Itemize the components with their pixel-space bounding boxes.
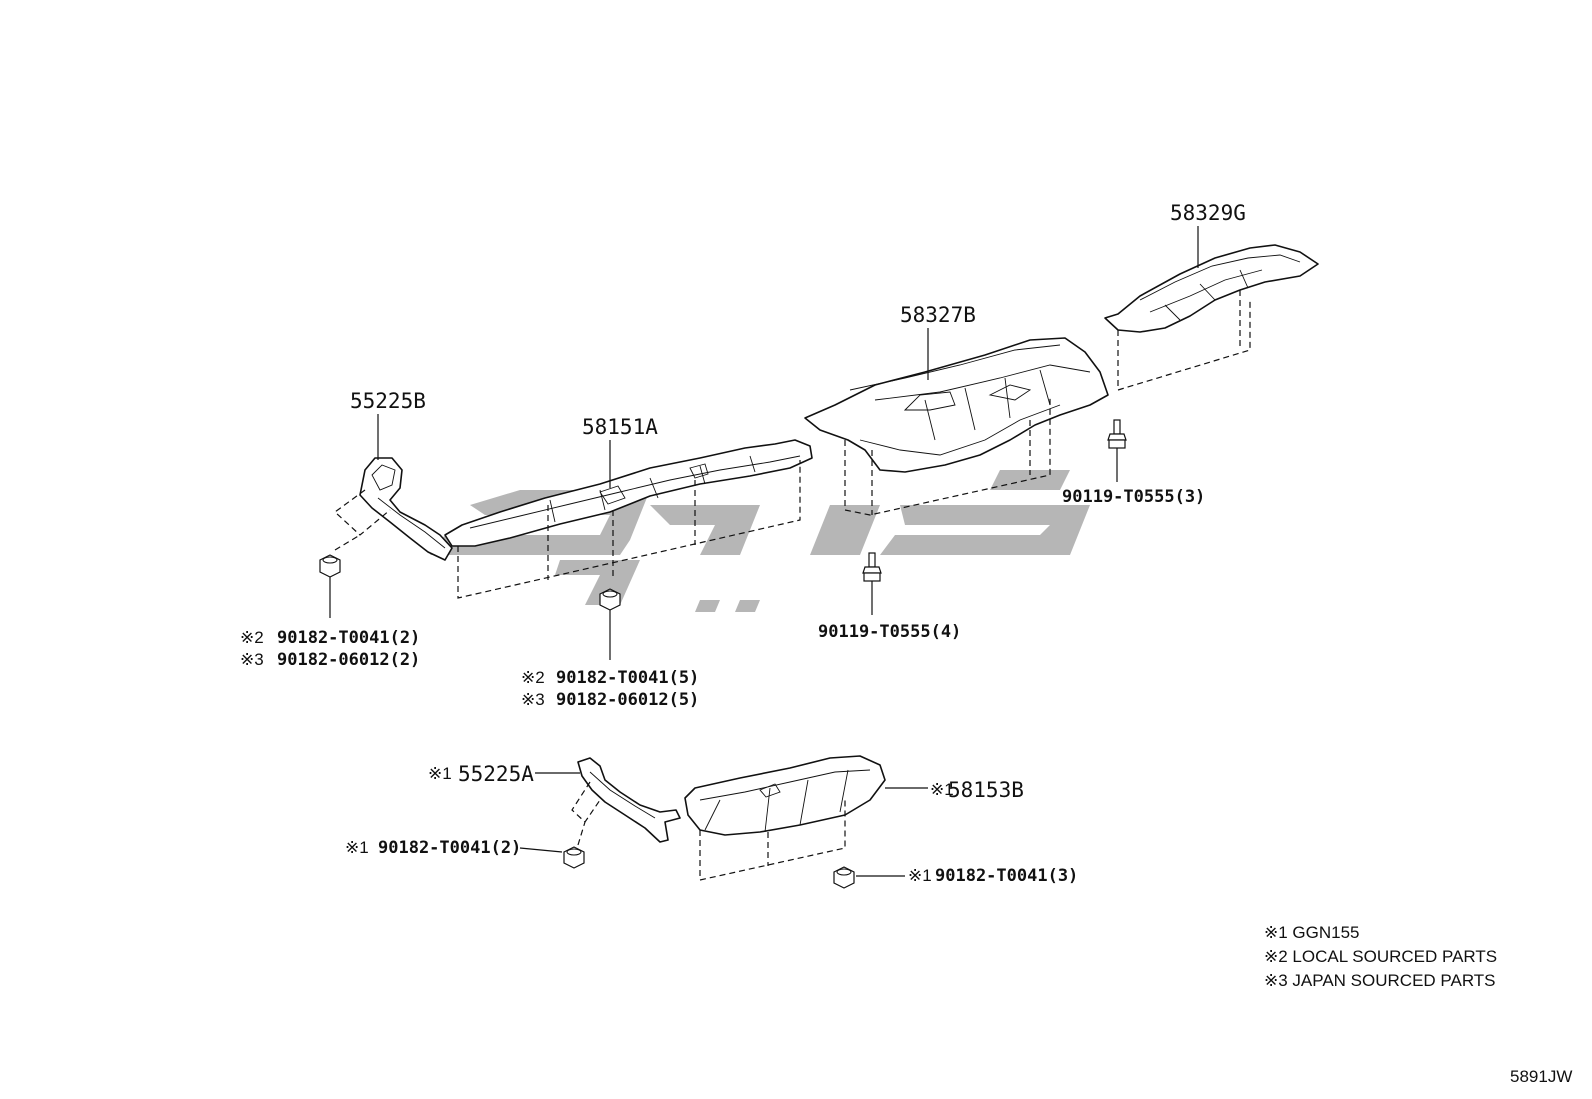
part-58329G[interactable] <box>1104 244 1319 391</box>
mark-1d: ※1 <box>908 866 932 885</box>
mark-2a: ※2 <box>240 628 264 647</box>
label-90119-T0555-3: 90119-T0555(3) <box>1062 487 1205 507</box>
legend-note-1: ※1 GGN155 <box>1264 923 1360 942</box>
mark-3a: ※3 <box>240 650 264 669</box>
part-58327B[interactable] <box>804 337 1109 516</box>
label-55225B-nut-a: 90182-T0041(2) <box>277 628 420 648</box>
label-58329G: 58329G <box>1170 201 1246 225</box>
label-55225A: 55225A <box>458 762 534 786</box>
legend-note-3: ※3 JAPAN SOURCED PARTS <box>1264 971 1496 990</box>
part-55225B[interactable] <box>334 457 453 561</box>
label-58151A-nut-b: 90182-06012(5) <box>556 690 699 710</box>
dash-55225A-nut <box>577 821 586 846</box>
legend-notes: ※1 GGN155 ※2 LOCAL SOURCED PARTS ※3 JAPA… <box>1264 923 1497 990</box>
leader-55225A-nut <box>519 847 563 853</box>
label-58327B: 58327B <box>900 303 976 327</box>
label-58153B: 58153B <box>948 778 1024 802</box>
dash-55225B-nut <box>334 534 361 551</box>
mark-1c: ※1 <box>930 780 954 799</box>
part-58151A[interactable] <box>444 439 813 599</box>
label-58151A-nut-a: 90182-T0041(5) <box>556 668 699 688</box>
nut-icon <box>319 554 341 578</box>
legend-note-2: ※2 LOCAL SOURCED PARTS <box>1264 947 1497 966</box>
nut-icon <box>563 846 585 869</box>
label-55225A-nut: 90182-T0041(2) <box>378 838 521 858</box>
illustration-code: 5891JW <box>1510 1067 1572 1086</box>
part-55225A[interactable] <box>571 757 681 843</box>
label-55225B-nut-b: 90182-06012(2) <box>277 650 420 670</box>
watermark-logo <box>430 470 1090 612</box>
label-58151A: 58151A <box>582 415 658 439</box>
label-58153B-nut: 90182-T0041(3) <box>935 866 1078 886</box>
mark-2b: ※2 <box>521 668 545 687</box>
mark-3b: ※3 <box>521 690 545 709</box>
label-55225B: 55225B <box>350 389 426 413</box>
bolt-icon <box>1107 419 1127 449</box>
nut-icon <box>599 588 621 611</box>
bolt-icon <box>862 552 882 582</box>
mark-1a: ※1 <box>428 764 452 783</box>
part-58153B[interactable] <box>684 755 886 881</box>
label-90119-T0555-4: 90119-T0555(4) <box>818 622 961 642</box>
nut-icon <box>833 866 855 889</box>
mark-1b: ※1 <box>345 838 369 857</box>
